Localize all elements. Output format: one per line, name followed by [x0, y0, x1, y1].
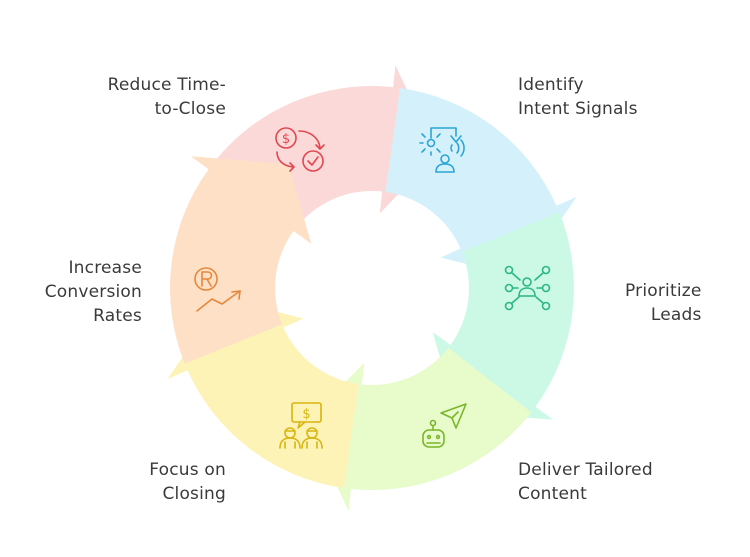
label-line: Intent Signals — [518, 99, 638, 119]
label-line: Leads — [650, 305, 702, 325]
handshake-deal-icon: $ — [279, 402, 323, 449]
step-label-deliver-tailored-content: Deliver Tailored Content — [518, 458, 653, 506]
step-label-focus-on-closing: Focus on Closing — [149, 458, 226, 506]
step-label-prioritize-leads: Prioritize Leads — [625, 279, 702, 327]
growth-chart-icon — [194, 267, 241, 312]
step-label-identify-intent-signals: Identify Intent Signals — [518, 73, 638, 121]
svg-text:$: $ — [282, 132, 290, 147]
label-line: Deliver Tailored — [518, 460, 653, 480]
cycle-segment-2 — [306, 347, 532, 511]
step-label-reduce-time-to-close: Reduce Time- to-Close — [108, 73, 226, 121]
label-line: Focus on — [149, 460, 226, 480]
robot-send-icon — [422, 403, 467, 448]
money-check-cycle-icon: $ — [275, 127, 325, 172]
label-line: Increase — [68, 258, 142, 278]
intent-signal-icon — [419, 127, 465, 173]
label-line: Rates — [93, 306, 142, 326]
cycle-segment-4 — [170, 156, 312, 364]
label-line: Closing — [162, 484, 226, 504]
step-label-increase-conversion-rates: Increase Conversion Rates — [45, 256, 142, 328]
network-person-icon — [504, 265, 551, 311]
label-line: Reduce Time- — [107, 75, 226, 95]
svg-text:$: $ — [302, 407, 310, 422]
label-line: Prioritize — [625, 281, 702, 301]
label-line: Conversion — [44, 282, 142, 302]
label-line: Identify — [518, 75, 584, 95]
label-line: Content — [518, 484, 588, 504]
label-line: to-Close — [154, 99, 226, 119]
